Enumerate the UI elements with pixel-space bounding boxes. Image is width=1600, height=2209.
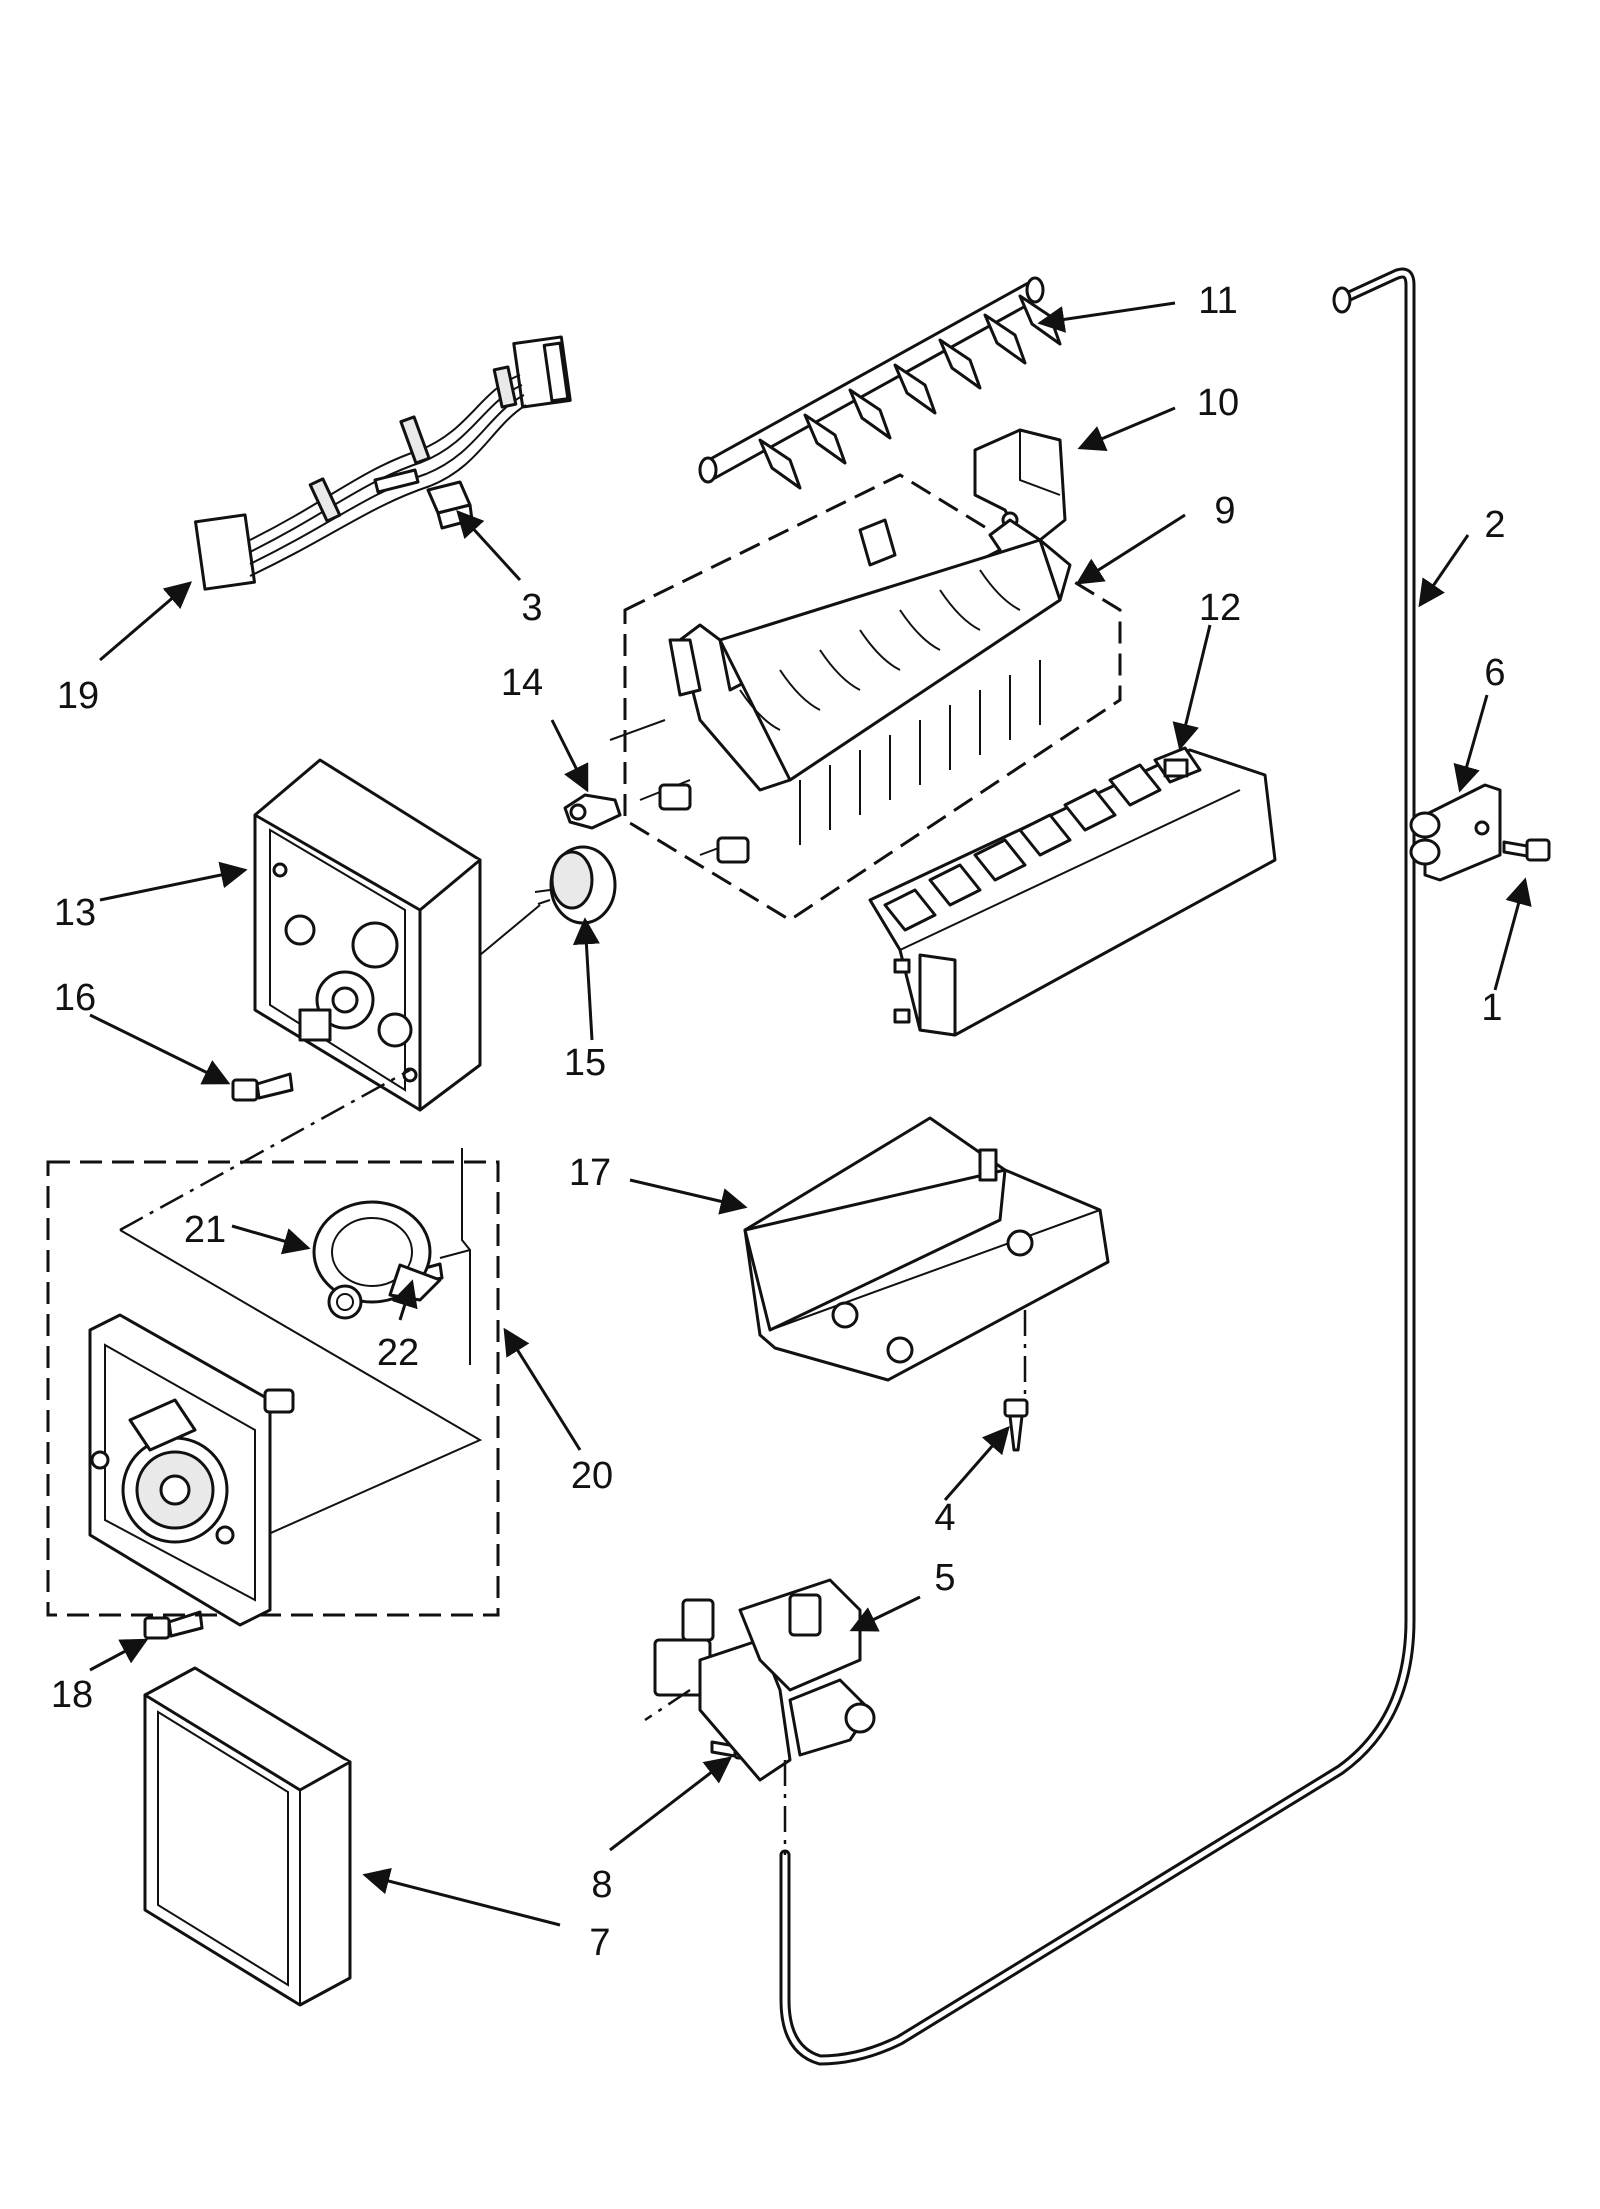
callout-19: 19 [57, 675, 99, 717]
callout-14: 14 [501, 662, 543, 704]
screw-16 [231, 1072, 294, 1102]
callout-3: 3 [521, 587, 542, 629]
callout-21: 21 [184, 1209, 226, 1251]
callout-10: 10 [1197, 382, 1239, 424]
callout-1: 1 [1481, 987, 1502, 1029]
module-cover [143, 1666, 352, 2007]
callout-9: 9 [1214, 490, 1235, 532]
module-housing [253, 758, 482, 1112]
callout-22: 22 [377, 1332, 419, 1374]
motor-assembly [46, 1068, 500, 1627]
ice-stripper [868, 746, 1277, 1037]
callout-15: 15 [564, 1042, 606, 1084]
water-valve [644, 1578, 876, 1855]
screw-18 [143, 1610, 204, 1640]
thermostat-clip [563, 793, 622, 830]
callout-8: 8 [591, 1864, 612, 1906]
wire-harness [194, 335, 572, 591]
tube-clamp [1409, 783, 1502, 882]
callout-7: 7 [589, 1922, 610, 1964]
callout-18: 18 [51, 1674, 93, 1716]
callout-5: 5 [934, 1557, 955, 1599]
callout-labels: 11 10 9 2 12 6 1 3 19 14 13 15 16 17 21 … [51, 280, 1506, 1964]
callout-6: 6 [1484, 652, 1505, 694]
ice-mold-shield [743, 1116, 1110, 1395]
bearing [973, 428, 1067, 542]
leader-lines [89, 301, 1532, 1927]
screw-4 [1003, 1398, 1029, 1452]
callout-16: 16 [54, 977, 96, 1019]
screw-1 [1502, 838, 1551, 862]
callout-11: 11 [1198, 280, 1237, 322]
callout-4: 4 [934, 1497, 955, 1539]
thermostat [479, 845, 617, 956]
callout-17: 17 [569, 1152, 611, 1194]
callout-12: 12 [1199, 587, 1241, 629]
callout-2: 2 [1484, 504, 1505, 546]
callout-20: 20 [571, 1455, 613, 1497]
water-tube [779, 267, 1416, 2066]
callout-13: 13 [54, 892, 96, 934]
ice-mold [609, 473, 1122, 922]
